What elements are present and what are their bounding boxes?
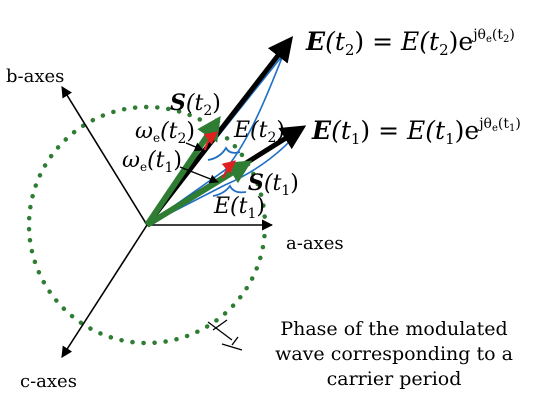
omega-t2-pointer (185, 142, 204, 152)
omega-arc-t1 (221, 160, 237, 179)
E-t2-magnitude-label: E(t2) (233, 118, 285, 146)
omega-t2-label: ωe(t2) (135, 119, 195, 147)
S-t2-label: S(t2) (170, 90, 221, 119)
omega-arc-t2 (203, 131, 219, 151)
E-t1-magnitude-label: E(t1) (213, 194, 265, 222)
omega-t1-pointer (179, 166, 219, 184)
S-t1-label: S(t1) (248, 170, 299, 199)
brace-t2 (207, 146, 241, 161)
b-axis (61, 86, 148, 226)
c-axis (61, 224, 148, 358)
caption-line-1: Phase of the modulated (280, 318, 507, 340)
b-axis-label: b-axes (6, 66, 64, 87)
E-t1-equation: E(t1) = E(t1)ejθe(t1) (311, 116, 521, 148)
carrier-period-mark (207, 319, 243, 351)
brace-t1 (212, 184, 247, 197)
caption-line-3: carrier period (327, 368, 462, 390)
omega-t1-label: ωe(t1) (122, 148, 182, 176)
c-axis-label: c-axes (20, 371, 77, 392)
E-t2-equation: E(t2) = E(t2)ejθe(t2) (305, 27, 515, 59)
caption-line-2: wave corresponding to a (275, 343, 513, 365)
a-axis-label: a-axes (286, 233, 344, 254)
